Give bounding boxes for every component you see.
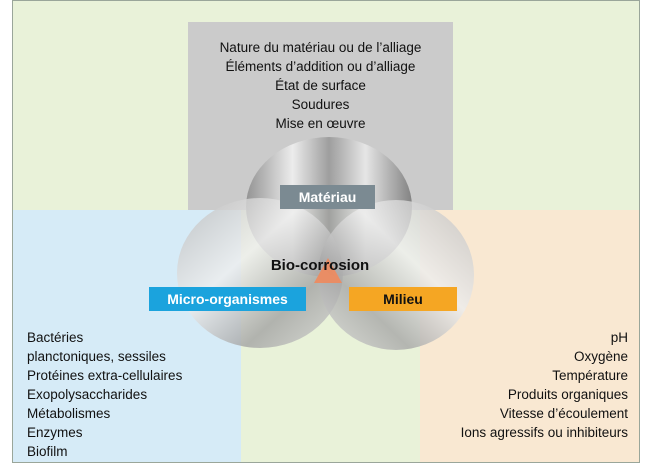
material-factor: Nature du matériau ou de l’alliage [219,40,422,55]
environment-factor: Vitesse d’écoulement [499,406,628,421]
microorganism-factor: Exopolysaccharides [27,387,148,402]
environment-factor: Oxygène [573,349,628,364]
environment-badge: Milieu [349,287,457,311]
microorganism-factor: planctoniques, sessiles [27,349,166,364]
material-factor: État de surface [275,78,366,93]
material-factor: Soudures [291,97,350,112]
environment-factor: Produits organiques [507,387,628,402]
microorganism-factor: Bactéries [27,330,84,345]
microorganisms-badge: Micro-organismes [149,287,306,311]
microorganisms-factors-list: Bactéries planctoniques, sessiles Protéi… [27,328,182,461]
microorganism-factor: Protéines extra-cellulaires [27,368,183,383]
bio-corrosion-label: Bio-corrosion [270,257,370,274]
microorganism-factor: Enzymes [27,425,83,440]
material-badge: Matériau [280,185,375,209]
material-factors-list: Nature du matériau ou de l’alliage Éléme… [188,38,453,133]
microorganism-factor: Métabolismes [27,406,111,421]
environment-circle [318,200,474,350]
environment-factor: Température [552,368,628,383]
microorganism-factor: Biofilm [27,444,68,459]
intersection-triangle [314,258,342,283]
material-factor: Mise en œuvre [275,116,366,131]
environment-factors-list: pH Oxygène Température Produits organiqu… [461,328,628,442]
environment-factor: pH [610,330,628,345]
environment-factor: Ions agressifs ou inhibiteurs [460,425,628,440]
material-factor: Éléments d’addition ou d’alliage [225,59,416,74]
